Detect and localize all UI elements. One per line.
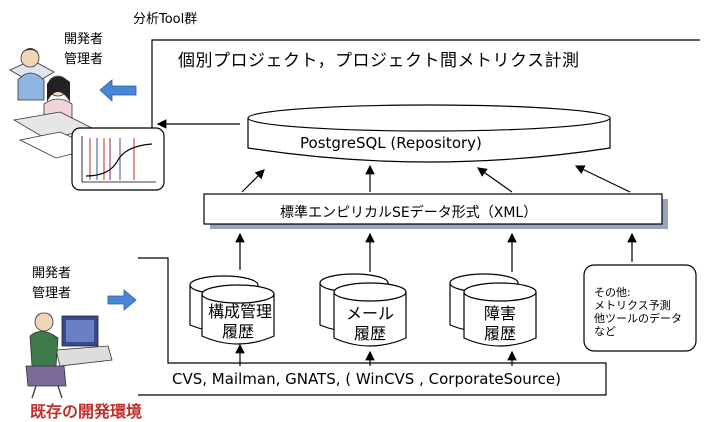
other-note-line-1: その他: (594, 286, 631, 299)
chart-thumbnail (71, 127, 165, 191)
repository-label: PostgreSQL (Repository) (300, 134, 482, 152)
bottom-user-label-developer: 開発者 (32, 266, 72, 281)
source-stack-3 (449, 273, 537, 347)
std-to-repo-arrow-3 (477, 167, 513, 193)
std-to-repo-arrow-4 (574, 165, 631, 193)
standard-format-box (203, 193, 663, 225)
tools-group-label: 分析Tool群 (133, 12, 198, 27)
std-to-repo-arrow-1 (241, 169, 265, 193)
bottom-user-label-manager: 管理者 (32, 286, 72, 301)
tools-bar-label: CVS, Mailman, GNATS, ( WinCVS , Corporat… (172, 370, 561, 388)
metrics-title-box (170, 44, 596, 70)
source-stack-2 (319, 273, 407, 347)
other-note-line-3: 他ツールのデータ (594, 312, 682, 325)
top-users-illustration (9, 48, 98, 159)
source-2-line2: 履歴 (354, 324, 387, 343)
standard-format-label: 標準エンピリカルSEデータ形式（XML） (280, 205, 538, 221)
other-note-line-4: など (594, 325, 616, 338)
source-3-line2: 履歴 (484, 324, 517, 343)
top-user-label-developer: 開発者 (64, 32, 104, 47)
repository-cylinder (247, 104, 611, 163)
bottom-blue-arrow (107, 289, 137, 311)
source-1-line1: 構成管理 (208, 302, 273, 321)
other-note-box (583, 264, 697, 352)
top-user-label-manager: 管理者 (64, 52, 104, 67)
metrics-title: 個別プロジェクト，プロジェクト間メトリクス計測 (178, 51, 580, 71)
other-note-line-2: メトリクス予測 (594, 299, 671, 312)
existing-env-frame (138, 257, 607, 396)
metrics-frame (151, 39, 700, 160)
source-1-line2: 履歴 (222, 322, 255, 341)
top-blue-arrow (99, 79, 137, 102)
source-stack-1 (189, 275, 275, 345)
source-2-line1: メール (346, 304, 395, 323)
bottom-user-illustration (25, 312, 113, 399)
existing-env-label: 既存の開発環境 (30, 402, 143, 421)
source-3-line1: 障害 (484, 304, 517, 323)
